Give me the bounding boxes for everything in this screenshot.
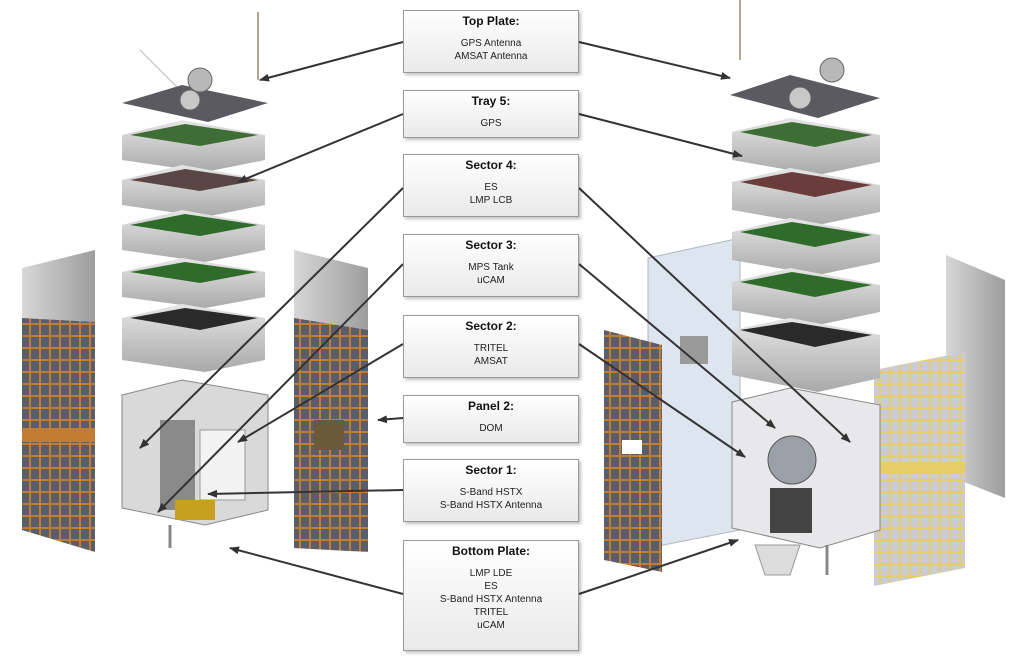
arrow-top-plate-left — [259, 41, 404, 82]
box-item: GPS Antenna — [460, 38, 522, 49]
box-items: MPS Tank uCAM — [404, 261, 578, 287]
box-item: ES — [484, 581, 498, 592]
right-solar-panel-yellow — [874, 352, 965, 586]
box-items: DOM — [404, 422, 578, 435]
box-items: S-Band HSTX S-Band HSTX Antenna — [404, 486, 578, 512]
box-top-plate: Top Plate: GPS Antenna AMSAT Antenna — [403, 10, 579, 73]
box-item: LMP LDE — [469, 568, 513, 579]
left-body-frame — [121, 379, 269, 548]
box-title: Top Plate: — [462, 14, 520, 28]
box-item: LMP LCB — [469, 195, 513, 206]
box-item: ES — [484, 182, 498, 193]
box-item: AMSAT — [474, 356, 508, 367]
arrow-sector3-left — [157, 263, 404, 513]
box-item: S-Band HSTX Antenna — [439, 594, 543, 605]
box-items: LMP LDE ES S-Band HSTX Antenna TRITEL uC… — [404, 567, 578, 632]
arrow-bottom-plate-left — [229, 546, 404, 595]
left-tray-stack — [122, 120, 265, 372]
box-item: uCAM — [477, 620, 505, 631]
box-bottom-plate: Bottom Plate: LMP LDE ES S-Band HSTX Ant… — [403, 540, 579, 651]
box-title: Sector 4: — [465, 158, 517, 172]
arrow-sector4-left — [139, 187, 404, 449]
left-satellite — [22, 12, 368, 552]
arrow-sector1 — [207, 489, 404, 498]
box-items: TRITEL AMSAT — [404, 342, 578, 368]
arrow-tray5-right — [578, 113, 743, 158]
arrow-sector2-right — [578, 343, 746, 458]
box-title: Sector 3: — [465, 238, 517, 252]
box-items: GPS Antenna AMSAT Antenna — [404, 37, 578, 63]
box-item: S-Band HSTX — [459, 487, 523, 498]
box-title: Sector 1: — [465, 463, 517, 477]
arrow-top-plate-right — [578, 41, 731, 80]
left-solar-panel-inner — [294, 250, 368, 552]
arrow-panel2 — [377, 415, 404, 424]
arrow-sector4-right — [578, 187, 851, 443]
box-item: AMSAT Antenna — [454, 51, 528, 62]
box-title: Panel 2: — [467, 399, 515, 413]
arrow-bottom-plate-right — [578, 539, 739, 595]
box-panel-2: Panel 2: DOM — [403, 395, 579, 443]
right-tray-stack — [732, 118, 880, 392]
box-item: GPS — [480, 118, 502, 129]
box-item: TRITEL — [473, 343, 509, 354]
box-item: uCAM — [477, 275, 505, 286]
callout-arrows — [139, 41, 851, 595]
left-solar-panel-outer — [22, 250, 95, 552]
arrow-sector2-left — [237, 343, 404, 443]
box-items: GPS — [404, 117, 578, 130]
box-sector-3: Sector 3: MPS Tank uCAM — [403, 234, 579, 297]
box-tray-5: Tray 5: GPS — [403, 90, 579, 138]
box-item: MPS Tank — [468, 262, 514, 273]
box-title: Sector 2: — [465, 319, 517, 333]
box-sector-4: Sector 4: ES LMP LCB — [403, 154, 579, 217]
box-item: TRITEL — [473, 607, 509, 618]
box-title: Tray 5: — [471, 94, 511, 108]
right-satellite — [604, 0, 1005, 586]
box-items: ES LMP LCB — [404, 181, 578, 207]
box-sector-2: Sector 2: TRITEL AMSAT — [403, 315, 579, 378]
right-body-frame — [731, 387, 881, 576]
arrow-tray5-left — [237, 113, 404, 183]
arrow-sector3-right — [578, 263, 776, 429]
right-top-plate — [730, 57, 880, 118]
left-top-plate — [122, 67, 268, 122]
box-item: S-Band HSTX Antenna — [439, 500, 543, 511]
box-title: Bottom Plate: — [452, 544, 530, 558]
box-item: DOM — [479, 423, 503, 434]
box-sector-1: Sector 1: S-Band HSTX S-Band HSTX Antenn… — [403, 459, 579, 522]
